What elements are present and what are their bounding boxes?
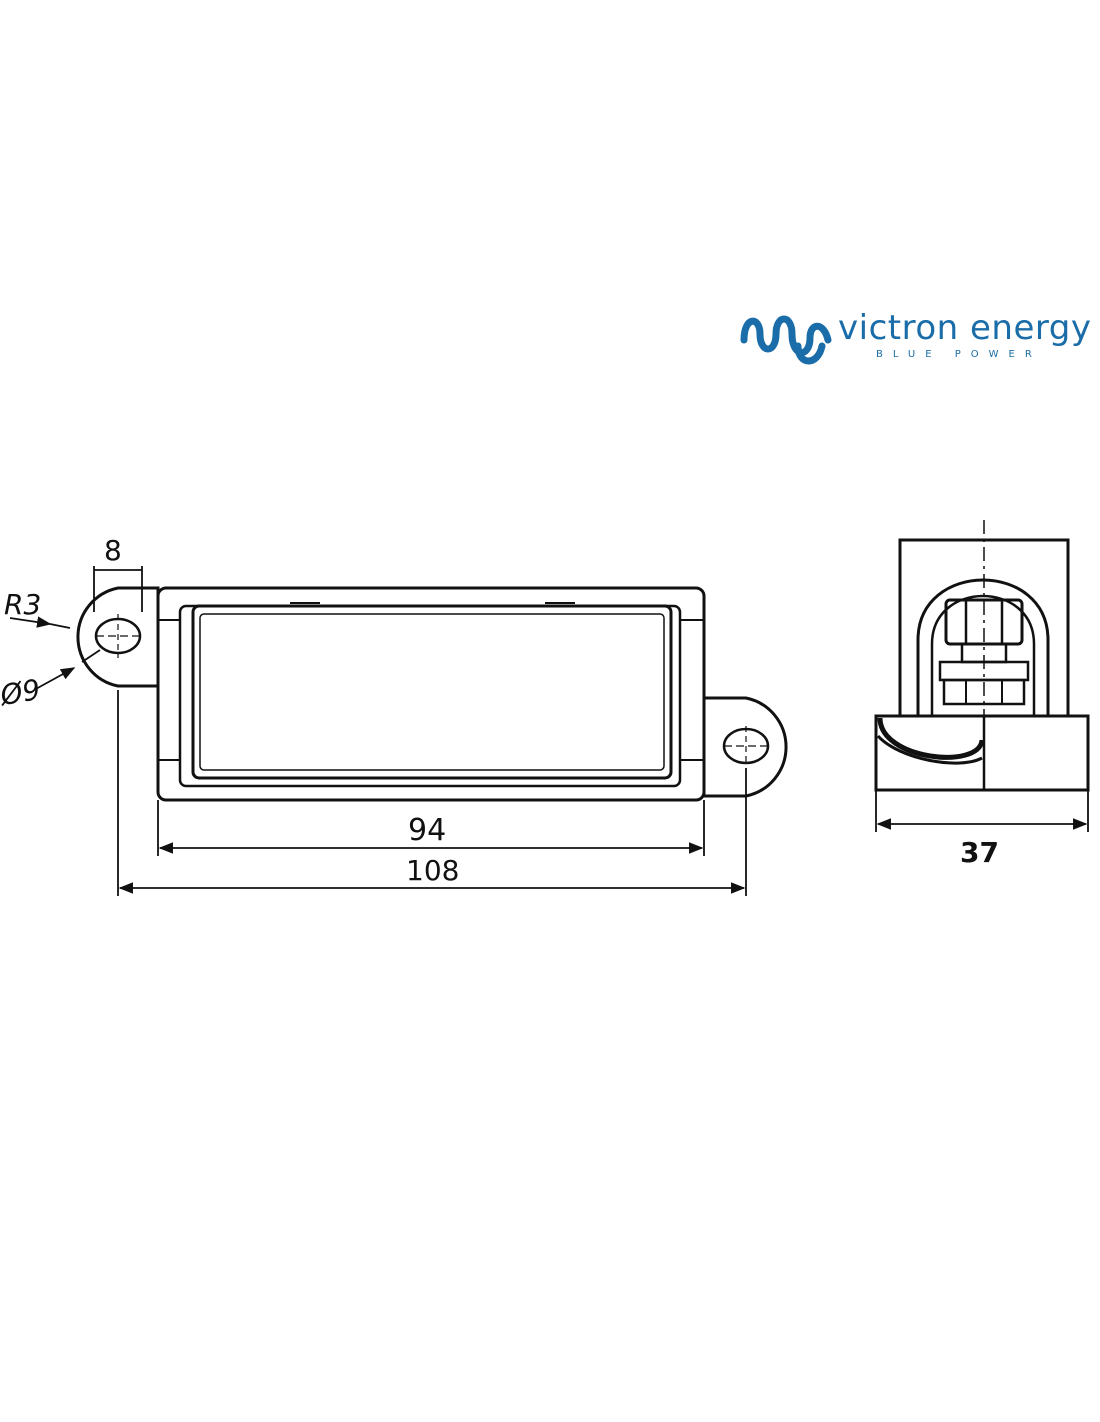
cable-groove <box>876 734 983 765</box>
dimension-label-108: 108 <box>406 854 459 887</box>
coil-logo-icon <box>740 315 832 365</box>
left-mounting-tab <box>76 586 160 688</box>
dimension-label-94: 94 <box>408 813 446 848</box>
dimension-8 <box>93 566 143 612</box>
dimension-label-diameter-9: Ø9 <box>0 673 43 713</box>
dimension-37 <box>875 790 1089 832</box>
victron-energy-logo: victron energy BLUE POWER <box>738 300 1098 376</box>
dimension-diameter-9 <box>33 649 101 691</box>
body-outline <box>156 586 706 802</box>
brand-tagline: BLUE POWER <box>876 349 1042 360</box>
terminal-clamp <box>916 578 1050 716</box>
dimension-r3 <box>9 616 71 629</box>
front-view <box>76 586 788 802</box>
dimension-94 <box>157 800 705 856</box>
body-frame <box>178 604 682 788</box>
side-view <box>874 520 1090 792</box>
brand-name: victron energy <box>838 308 1092 348</box>
dimension-label-8: 8 <box>104 534 122 567</box>
dimension-label-r3: R3 <box>4 588 41 621</box>
dimension-label-37: 37 <box>960 836 999 869</box>
dimension-108 <box>117 690 747 896</box>
body-window <box>191 604 673 780</box>
right-mounting-tab <box>702 696 788 798</box>
